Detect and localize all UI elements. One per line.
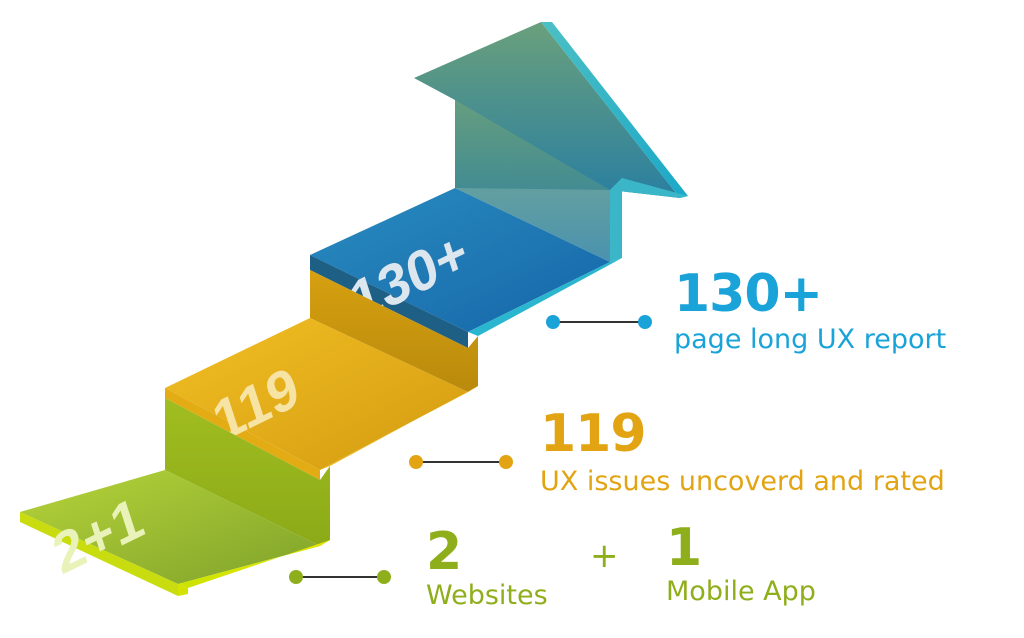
connector-top <box>546 315 652 329</box>
stat-report: 130+ page long UX report <box>674 268 946 353</box>
stat-mobile: 1 Mobile App <box>666 522 816 605</box>
connector-dot-icon <box>377 570 391 584</box>
stat-mobile-number: 1 <box>666 518 702 578</box>
step-bottom: 2+1 <box>20 398 330 596</box>
step-middle: 119 <box>165 270 478 480</box>
connector-bottom <box>289 570 391 584</box>
plus-sign: + <box>590 536 619 576</box>
stat-issues-label: UX issues uncoverd and rated <box>540 466 945 497</box>
connector-dot-icon <box>546 315 560 329</box>
stat-websites: 2 Websites <box>426 526 548 609</box>
stat-websites-number: 2 <box>426 522 462 582</box>
connector-dot-icon <box>638 315 652 329</box>
stat-issues: 119 UX issues uncoverd and rated <box>540 408 945 495</box>
up-arrow-icon <box>414 22 688 262</box>
stat-issues-number: 119 <box>540 404 647 464</box>
stat-websites-label: Websites <box>426 580 548 611</box>
connector-middle <box>409 455 513 469</box>
stat-mobile-label: Mobile App <box>666 576 816 607</box>
connector-dot-icon <box>409 455 423 469</box>
stat-report-number: 130+ <box>674 264 823 324</box>
stat-report-label: page long UX report <box>674 324 947 355</box>
connector-dot-icon <box>289 570 303 584</box>
connector-dot-icon <box>499 455 513 469</box>
